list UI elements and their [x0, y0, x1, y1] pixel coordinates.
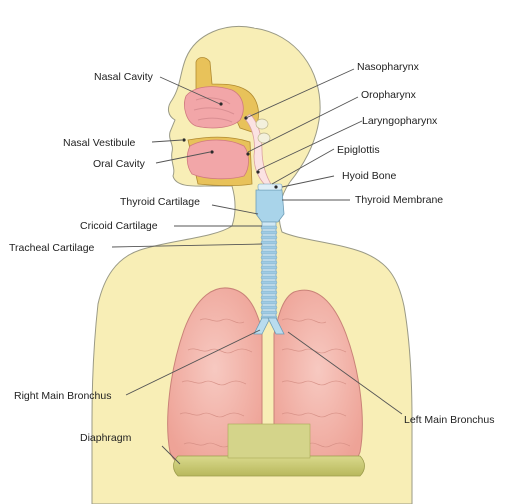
tracheal-ring: [261, 236, 277, 239]
label-hyoid-bone: Hyoid Bone: [342, 170, 396, 182]
label-left-main-bronchus: Left Main Bronchus: [404, 414, 494, 426]
label-thyroid-membrane: Thyroid Membrane: [355, 194, 443, 206]
label-oropharynx: Oropharynx: [361, 89, 417, 101]
larynx-shape: [256, 190, 284, 222]
tracheal-ring: [261, 286, 277, 289]
tracheal-ring: [261, 231, 277, 234]
tracheal-ring: [261, 266, 277, 269]
label-cricoid-cartilage: Cricoid Cartilage: [80, 220, 158, 232]
label-nasopharynx: Nasopharynx: [357, 61, 420, 73]
diaphragm-center: [228, 424, 310, 458]
tracheal-ring: [261, 251, 277, 254]
tracheal-ring: [261, 276, 277, 279]
diaphragm-shape: [174, 456, 365, 476]
label-right-main-bronchus: Right Main Bronchus: [14, 390, 111, 402]
tracheal-ring: [261, 261, 277, 264]
tracheal-ring: [261, 291, 277, 294]
tracheal-ring: [261, 241, 277, 244]
tracheal-ring: [261, 226, 277, 229]
label-epiglottis: Epiglottis: [337, 144, 380, 156]
trachea: [261, 222, 277, 320]
tracheal-ring: [261, 306, 277, 309]
oral-cavity-shape: [187, 140, 248, 179]
tracheal-ring: [261, 271, 277, 274]
label-oral-cavity: Oral Cavity: [93, 158, 146, 170]
tracheal-ring: [261, 296, 277, 299]
hyoid-bone-shape: [258, 184, 282, 190]
tracheal-ring: [261, 246, 277, 249]
tracheal-ring: [261, 281, 277, 284]
nasal-cavity-shape: [184, 87, 243, 128]
label-nasal-cavity: Nasal Cavity: [94, 71, 154, 83]
tracheal-ring: [261, 311, 277, 314]
tracheal-ring: [261, 301, 277, 304]
label-tracheal-cartilage: Tracheal Cartilage: [9, 242, 95, 254]
label-laryngopharynx: Laryngopharynx: [362, 115, 438, 127]
label-nasal-vestibule: Nasal Vestibule: [63, 137, 136, 149]
vertebra-shape: [256, 119, 268, 129]
label-diaphragm: Diaphragm: [80, 432, 132, 444]
tracheal-ring: [261, 256, 277, 259]
label-thyroid-cartilage: Thyroid Cartilage: [120, 196, 200, 208]
